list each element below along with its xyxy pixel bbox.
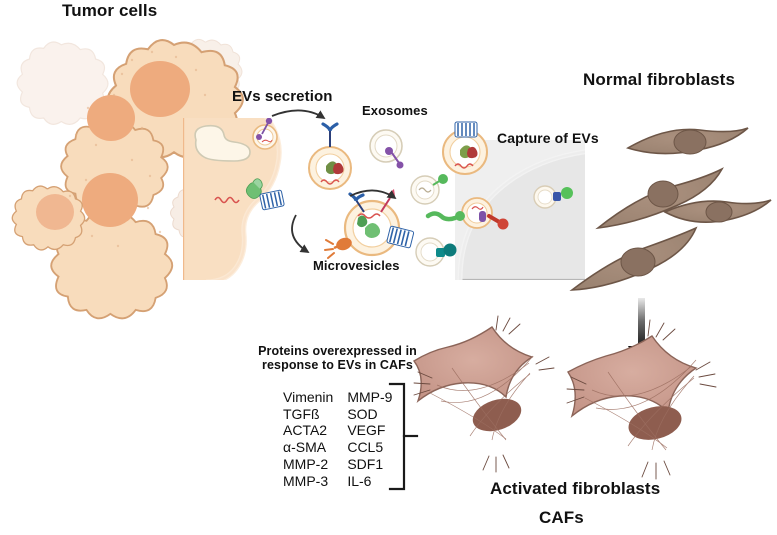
membrane-marker-purple <box>256 118 273 140</box>
label-evs-secretion: EVs secretion <box>232 88 333 105</box>
right-bracket-icon <box>388 382 419 491</box>
receptor-y-blue <box>348 192 365 213</box>
small-vesicle-green <box>410 174 448 205</box>
tumor-cell-nucleus <box>36 194 74 230</box>
tumor-cell-nucleus <box>82 173 138 227</box>
protein-item: MMP-9 <box>347 389 393 405</box>
receptor-green <box>425 211 465 222</box>
protein-item: VEGF <box>347 422 386 439</box>
tumor-cell-nucleus <box>87 95 135 141</box>
extracellular-vesicle-mid <box>308 122 352 190</box>
protein-column-right: MMP-9 SOD VEGF CCL5 SDF1 IL-6 <box>347 389 392 489</box>
activated-fibroblast-group <box>412 315 717 480</box>
protein-panel-heading-line1: Proteins overexpressed in <box>258 344 417 358</box>
protein-item: SDF1 <box>347 455 384 472</box>
small-vesicle-teal <box>415 237 457 267</box>
exosome <box>369 129 404 169</box>
channel-blue <box>386 225 415 249</box>
normal-fibroblast <box>663 199 772 224</box>
rna-strand <box>214 196 240 204</box>
page-title-tumor-cells: Tumor cells <box>62 1 158 20</box>
membrane-marker-green <box>245 178 263 199</box>
organelle <box>194 124 251 162</box>
protein-item: ACTA2 <box>283 422 328 439</box>
protein-item: CCL5 <box>347 439 384 456</box>
protein-panel-heading-line2: response to EVs in CAFs <box>262 358 413 372</box>
receptor-orange <box>324 237 352 259</box>
label-microvesicles: Microvesicles <box>313 258 400 273</box>
receptor-red <box>487 214 509 230</box>
protein-item: MMP-2 <box>283 455 329 472</box>
protein-item: TGFß <box>283 405 320 422</box>
tumor-cell-nucleus <box>130 61 190 117</box>
protein-item: IL-6 <box>347 472 372 489</box>
receptor-y-blue <box>321 122 339 147</box>
protein-column-left: Vimenin TGFß ACTA2 α-SMA MMP-2 MMP-3 <box>283 389 333 489</box>
normal-fibroblast-group <box>569 127 772 291</box>
protein-item: SOD <box>347 405 378 422</box>
fusing-vesicle <box>425 197 509 230</box>
curved-arrow-icon <box>271 109 397 253</box>
label-normal-fibroblasts: Normal fibroblasts <box>583 70 735 89</box>
protein-item: MMP-3 <box>283 472 329 489</box>
label-activated-fibroblasts: Activated fibroblasts <box>490 479 661 498</box>
membrane-marker-blue-stripes <box>259 189 285 211</box>
recipient-cell <box>425 140 585 280</box>
protein-item: Vimenin <box>283 389 334 405</box>
normal-fibroblast <box>626 127 749 155</box>
label-capture-of-evs: Capture of EVs <box>497 130 599 146</box>
extracellular-vesicle-large <box>442 121 488 175</box>
normal-fibroblast <box>569 226 698 291</box>
activated-fibroblast <box>566 319 717 480</box>
activated-fibroblast <box>412 315 555 473</box>
label-cafs: CAFs <box>539 508 584 527</box>
protein-item: α-SMA <box>283 439 327 456</box>
internalized-vesicle <box>533 185 573 209</box>
label-exosomes: Exosomes <box>362 103 428 118</box>
microvesicle <box>324 189 415 259</box>
normal-fibroblast <box>595 167 724 230</box>
secreting-cell-panel <box>183 118 289 280</box>
channel-blue <box>454 121 478 138</box>
